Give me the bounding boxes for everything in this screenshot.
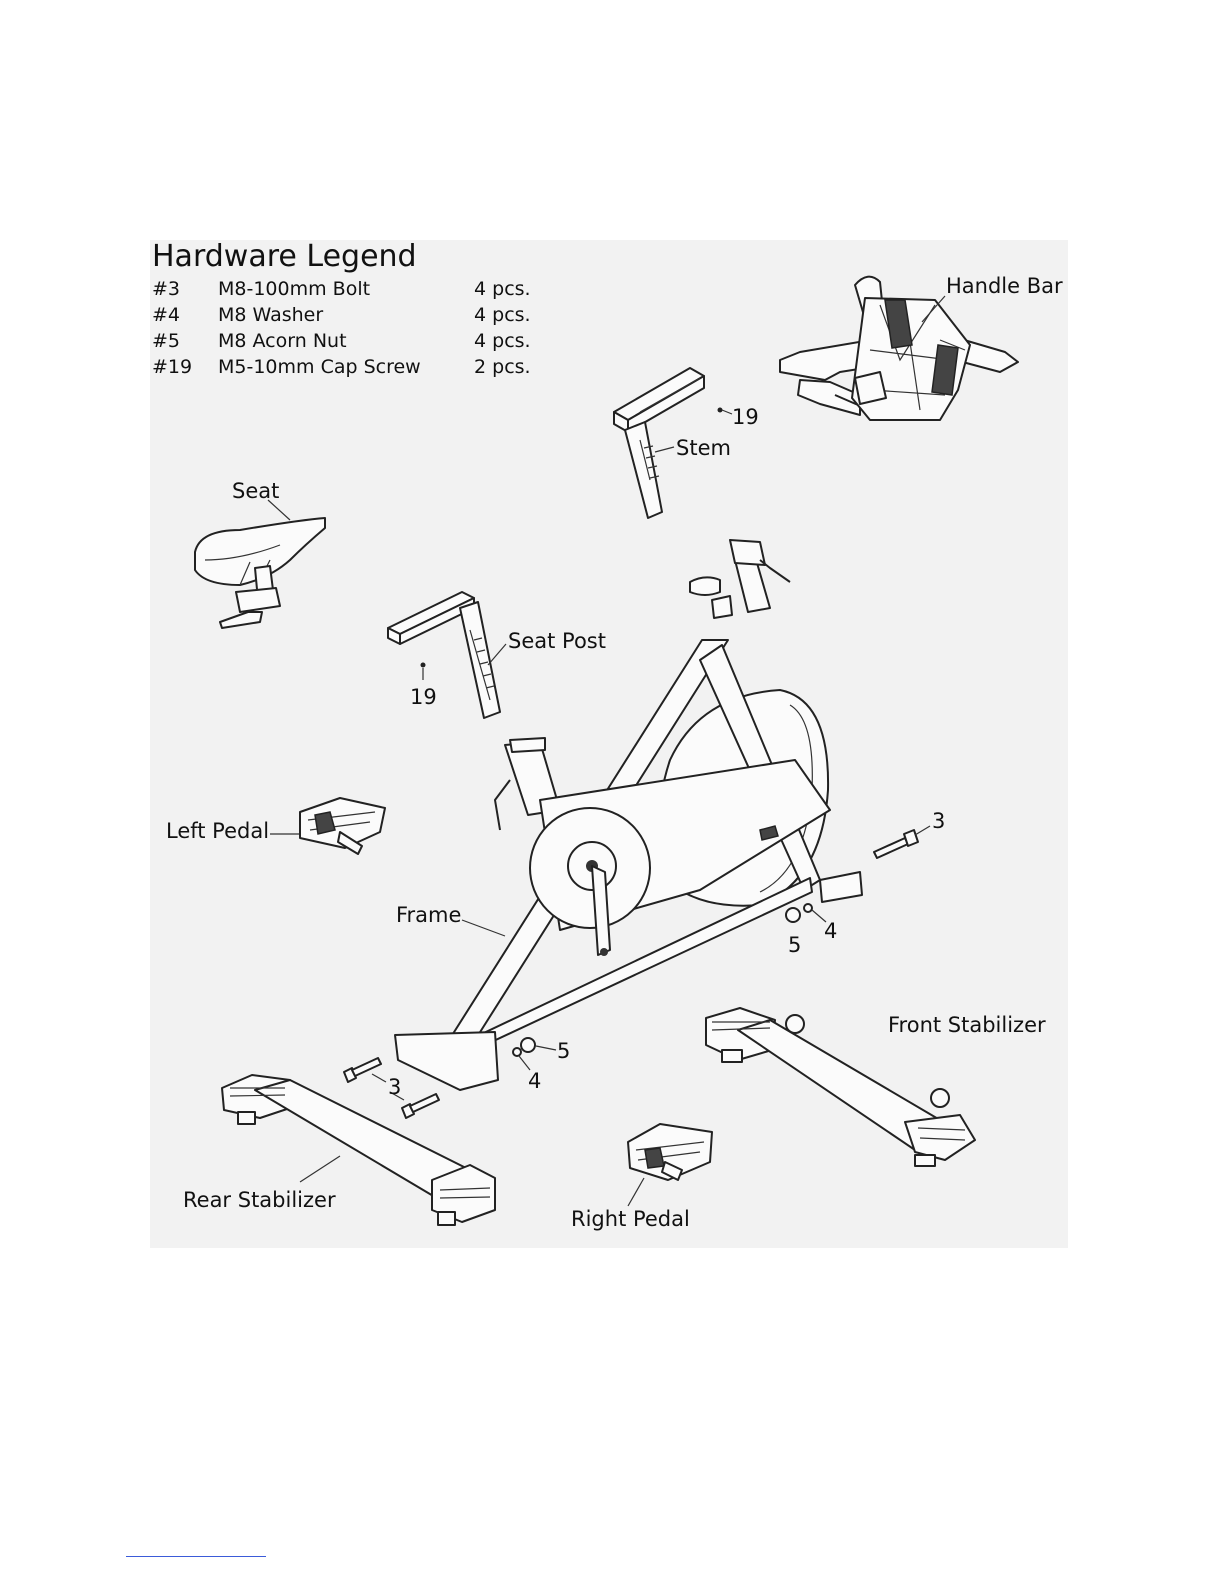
rear-washer-part — [513, 1048, 521, 1056]
seat-post-cap-screw — [421, 663, 426, 668]
left-pedal-part — [300, 798, 385, 854]
front-nut-part — [786, 908, 800, 922]
seat-post-screw-label: 19 — [410, 685, 437, 709]
handle-bar-label: Handle Bar — [946, 274, 1063, 298]
footer-rule — [126, 1556, 266, 1557]
right-pedal-part — [628, 1124, 712, 1180]
left-pedal-label: Left Pedal — [166, 819, 269, 843]
front-bolt-leader — [915, 826, 930, 835]
frame-label: Frame — [396, 903, 461, 927]
rear-nut-label: 5 — [557, 1039, 570, 1063]
seat-post-label: Seat Post — [508, 629, 606, 653]
front-nut-label: 5 — [788, 933, 801, 957]
frame-leader — [462, 920, 505, 936]
right-pedal-label: Right Pedal — [571, 1207, 690, 1231]
stem-label: Stem — [676, 436, 731, 460]
handle-bar-part — [780, 277, 1018, 420]
rear-washer-label: 4 — [528, 1069, 541, 1093]
rear-nut-leader — [536, 1046, 556, 1050]
seat-post-leader — [488, 644, 506, 665]
rear-washer-leader — [519, 1056, 530, 1070]
rear-nut-part — [521, 1038, 535, 1052]
seat-part — [195, 518, 325, 628]
rear-bolt-label: 3 — [388, 1075, 401, 1099]
rear-stabilizer-label: Rear Stabilizer — [183, 1188, 336, 1212]
stem-screw-label: 19 — [732, 405, 759, 429]
front-washer-part — [804, 904, 812, 912]
front-stabilizer-label: Front Stabilizer — [888, 1013, 1046, 1037]
seat-post-part — [388, 592, 500, 718]
seat-leader — [268, 500, 290, 520]
stem-cap-screw — [718, 408, 723, 413]
rear-stabilizer-leader — [300, 1156, 340, 1182]
right-pedal-leader — [628, 1178, 644, 1206]
stem-leader — [655, 447, 674, 452]
front-bolt-part — [874, 830, 918, 858]
front-bolt-label: 3 — [932, 809, 945, 833]
stem-screw-leader — [722, 410, 732, 414]
seat-label: Seat — [232, 479, 279, 503]
front-washer-label: 4 — [824, 919, 837, 943]
